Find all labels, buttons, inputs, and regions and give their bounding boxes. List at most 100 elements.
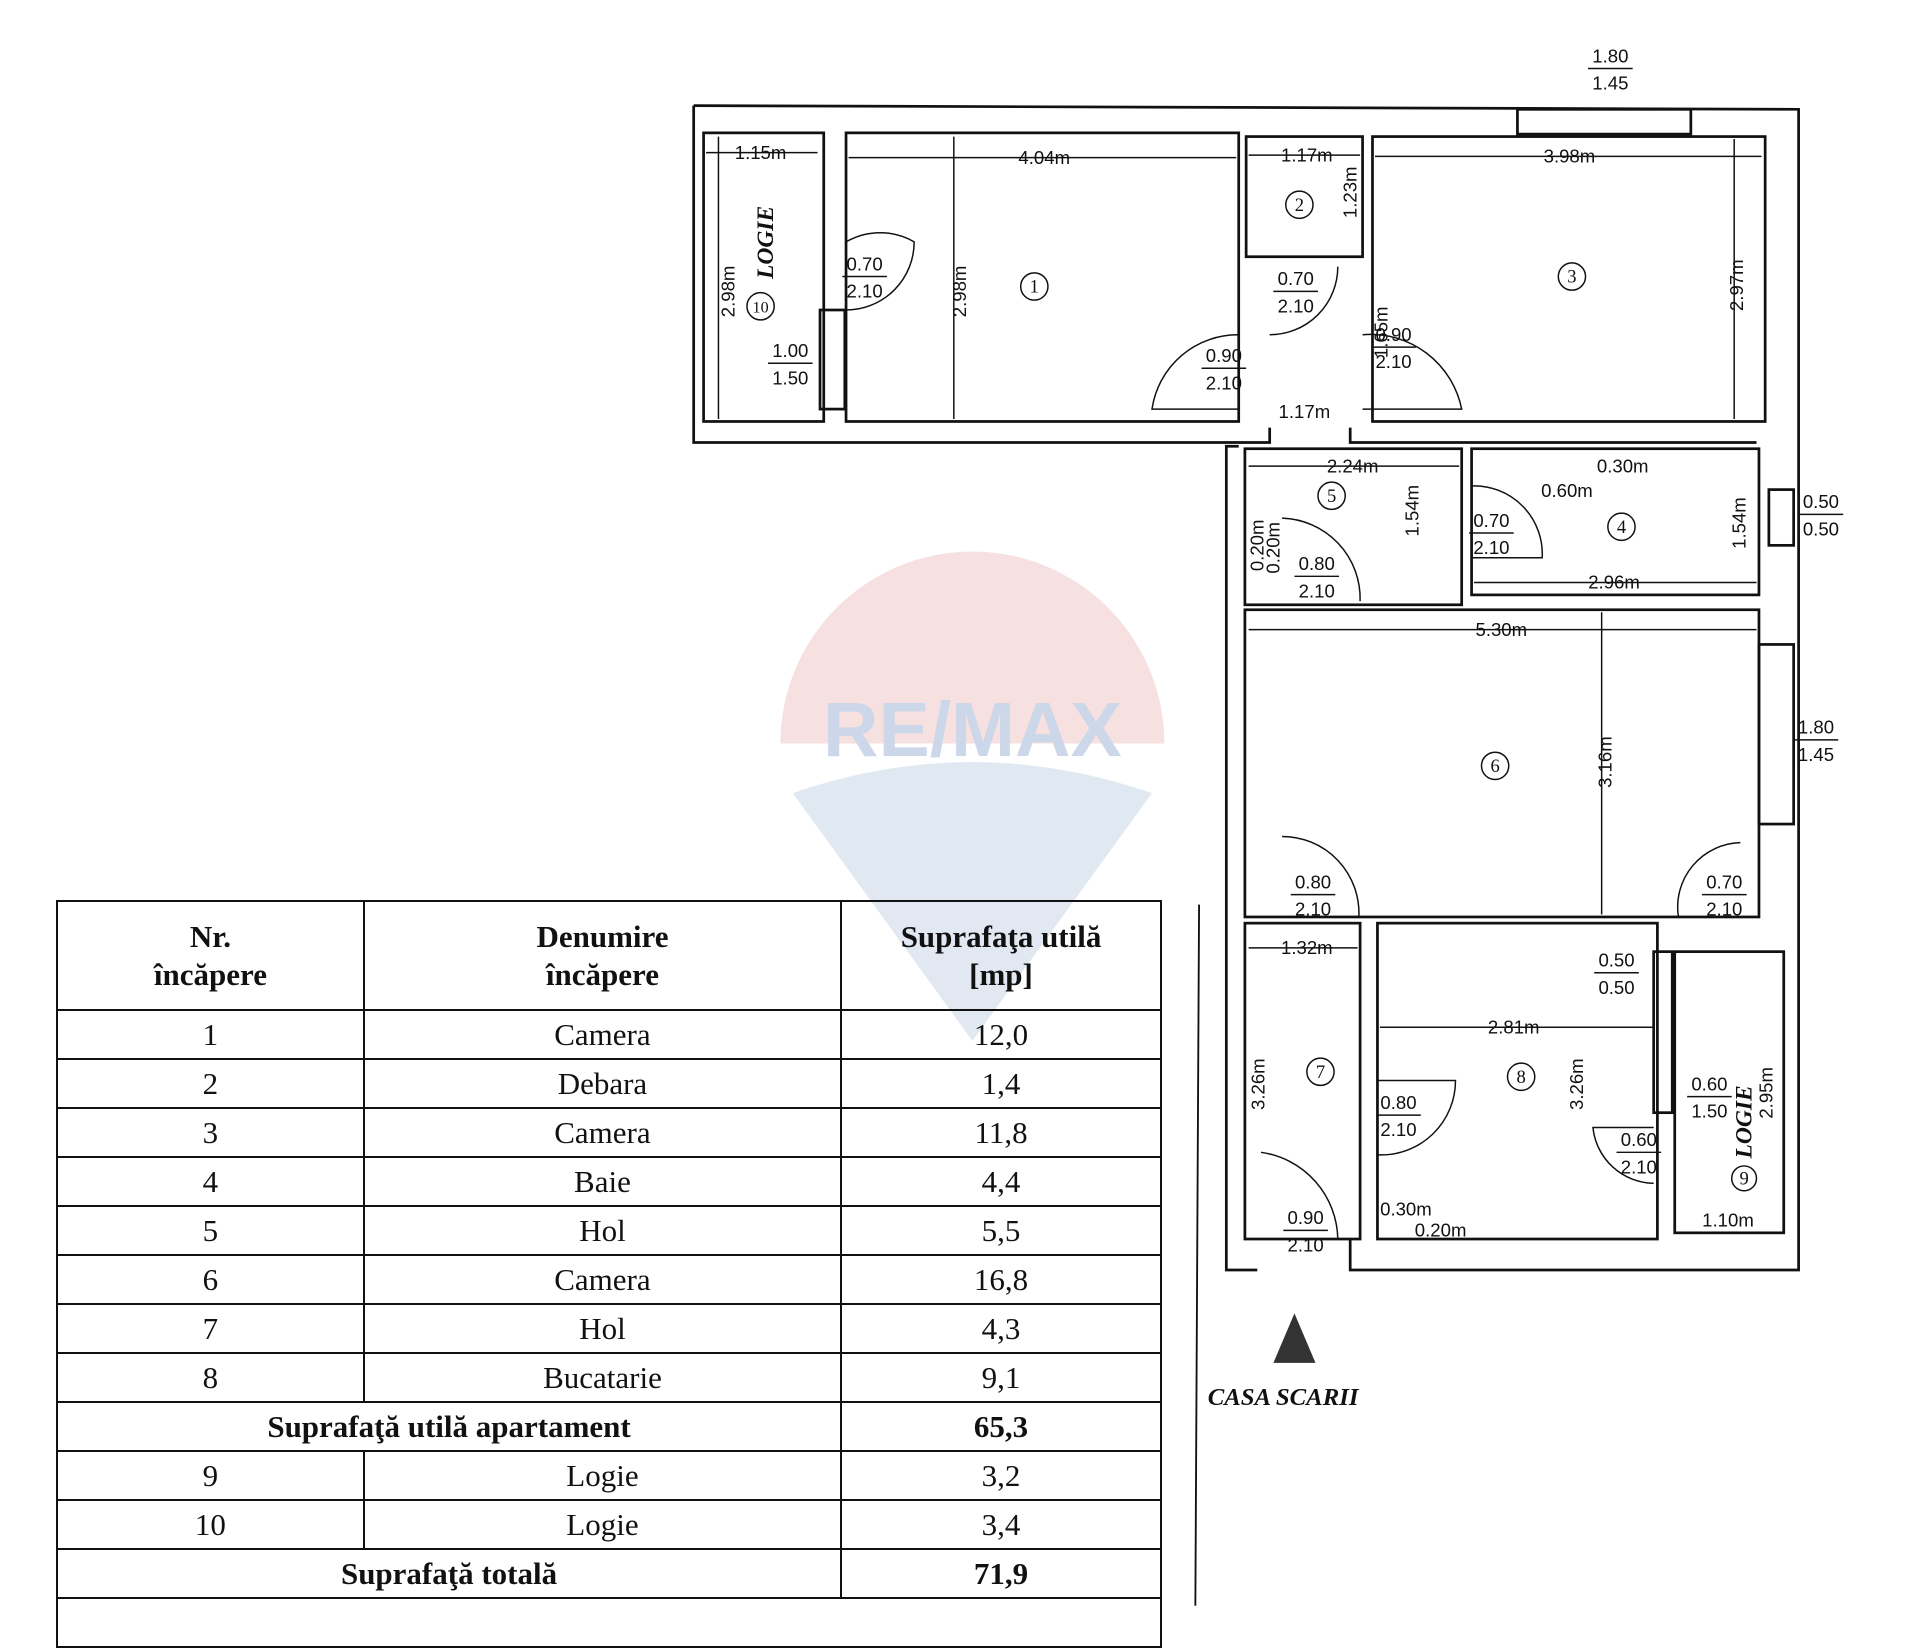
svg-text:7: 7 — [1316, 1062, 1325, 1083]
svg-text:0.50: 0.50 — [1598, 950, 1634, 971]
svg-text:1.00: 1.00 — [772, 340, 808, 361]
walls — [692, 104, 1800, 1272]
stair-label: CASA SCARII — [1208, 1384, 1360, 1411]
svg-text:1.45: 1.45 — [1798, 744, 1834, 765]
svg-text:1.10m: 1.10m — [1702, 1210, 1754, 1231]
svg-text:6: 6 — [1490, 756, 1499, 777]
svg-text:3.26m: 3.26m — [1248, 1058, 1269, 1110]
header-name: Denumire încăpere — [362, 900, 843, 1011]
svg-text:0.90: 0.90 — [1288, 1207, 1324, 1228]
svg-text:2.10: 2.10 — [1206, 372, 1242, 393]
svg-text:2.10: 2.10 — [1288, 1234, 1324, 1255]
svg-text:2.10: 2.10 — [1278, 295, 1314, 316]
svg-text:1.80: 1.80 — [1798, 717, 1834, 738]
svg-text:2.10: 2.10 — [1380, 1119, 1416, 1140]
dimension-labels: 1.15m 4.04m 1.17m 3.98m 2.98m 2.98m 1.23… — [718, 142, 1777, 1241]
svg-text:0.80: 0.80 — [1295, 871, 1331, 892]
svg-text:8: 8 — [1516, 1067, 1525, 1088]
empty-row — [56, 1597, 1162, 1648]
svg-text:1.45: 1.45 — [1592, 73, 1628, 94]
svg-text:5.30m: 5.30m — [1475, 619, 1527, 640]
svg-text:2.95m: 2.95m — [1756, 1067, 1777, 1119]
svg-text:2.96m: 2.96m — [1588, 572, 1640, 593]
svg-text:1.50: 1.50 — [772, 367, 808, 388]
svg-text:1.17m: 1.17m — [1281, 144, 1333, 165]
svg-text:2.98m: 2.98m — [949, 266, 970, 318]
svg-text:1.80: 1.80 — [1592, 45, 1628, 66]
svg-text:0.80: 0.80 — [1299, 553, 1335, 574]
svg-text:2.10: 2.10 — [847, 281, 883, 302]
svg-text:0.70: 0.70 — [1473, 510, 1509, 531]
svg-text:1.32m: 1.32m — [1281, 937, 1333, 958]
svg-text:3: 3 — [1567, 267, 1576, 288]
svg-text:0.50: 0.50 — [1803, 491, 1839, 512]
svg-text:1.54m: 1.54m — [1401, 485, 1422, 537]
svg-text:0.50: 0.50 — [1598, 977, 1634, 998]
svg-text:1.50: 1.50 — [1691, 1101, 1727, 1122]
svg-text:2.24m: 2.24m — [1327, 455, 1379, 476]
svg-text:4.04m: 4.04m — [1018, 147, 1070, 168]
svg-text:1.15m: 1.15m — [735, 142, 787, 163]
svg-text:2: 2 — [1295, 195, 1304, 216]
svg-text:0.70: 0.70 — [1706, 871, 1742, 892]
svg-text:2.10: 2.10 — [1706, 899, 1742, 920]
svg-text:0.60: 0.60 — [1691, 1073, 1727, 1094]
svg-text:1.65m: 1.65m — [1370, 306, 1391, 358]
svg-text:0.70: 0.70 — [1278, 268, 1314, 289]
svg-text:0.50: 0.50 — [1803, 518, 1839, 539]
door-arcs — [845, 232, 1741, 1240]
header-nr: Nr. încăpere — [56, 900, 365, 1011]
svg-text:1.54m: 1.54m — [1728, 497, 1749, 549]
logie-label-10: LOGIE — [753, 206, 779, 280]
svg-text:2.10: 2.10 — [1473, 537, 1509, 558]
logie-label-9: LOGIE — [1732, 1085, 1758, 1159]
svg-text:5: 5 — [1327, 486, 1336, 507]
svg-text:RE/MAX: RE/MAX — [823, 687, 1122, 773]
stair-arrow-icon — [1273, 1313, 1316, 1363]
area-table: Nr. încăpere Denumire încăpere Suprafaţa… — [55, 900, 1162, 1648]
svg-text:0.30m: 0.30m — [1380, 1198, 1432, 1219]
svg-text:0.90: 0.90 — [1375, 324, 1411, 345]
svg-text:2.98m: 2.98m — [718, 266, 739, 318]
header-area: Suprafaţa utilă [mp] — [840, 900, 1162, 1011]
svg-text:2.10: 2.10 — [1621, 1156, 1657, 1177]
svg-text:3.16m: 3.16m — [1595, 736, 1616, 788]
svg-text:0.20m: 0.20m — [1246, 520, 1267, 572]
svg-text:0.60m: 0.60m — [1541, 480, 1593, 501]
svg-text:0.20m: 0.20m — [1263, 522, 1284, 574]
svg-text:1.23m: 1.23m — [1339, 166, 1360, 218]
svg-text:3.26m: 3.26m — [1566, 1058, 1587, 1110]
svg-text:2.81m: 2.81m — [1488, 1016, 1540, 1037]
svg-text:0.20m: 0.20m — [1415, 1220, 1467, 1241]
svg-text:0.70: 0.70 — [847, 253, 883, 274]
svg-text:1.17m: 1.17m — [1279, 401, 1331, 422]
section-divider — [1194, 904, 1200, 1606]
svg-text:10: 10 — [753, 299, 769, 316]
svg-text:2.10: 2.10 — [1295, 899, 1331, 920]
svg-text:1: 1 — [1030, 277, 1039, 298]
dimension-lines — [706, 136, 1762, 1028]
room-numbers: 1 2 3 4 5 6 7 8 9 10 — [746, 190, 1758, 1192]
svg-text:0.90: 0.90 — [1206, 345, 1242, 366]
svg-text:9: 9 — [1739, 1169, 1748, 1190]
floor-plan: RE/MAX 1.80 1.45 0.70 2.10 — [692, 45, 1844, 1606]
svg-text:3.98m: 3.98m — [1544, 146, 1596, 167]
table-header: Nr. încăpere Denumire încăpere Suprafaţa… — [56, 900, 1162, 1011]
svg-text:4: 4 — [1617, 517, 1626, 538]
svg-text:0.60: 0.60 — [1621, 1129, 1657, 1150]
svg-text:0.80: 0.80 — [1380, 1092, 1416, 1113]
svg-text:2.97m: 2.97m — [1726, 259, 1747, 311]
svg-text:2.10: 2.10 — [1299, 580, 1335, 601]
